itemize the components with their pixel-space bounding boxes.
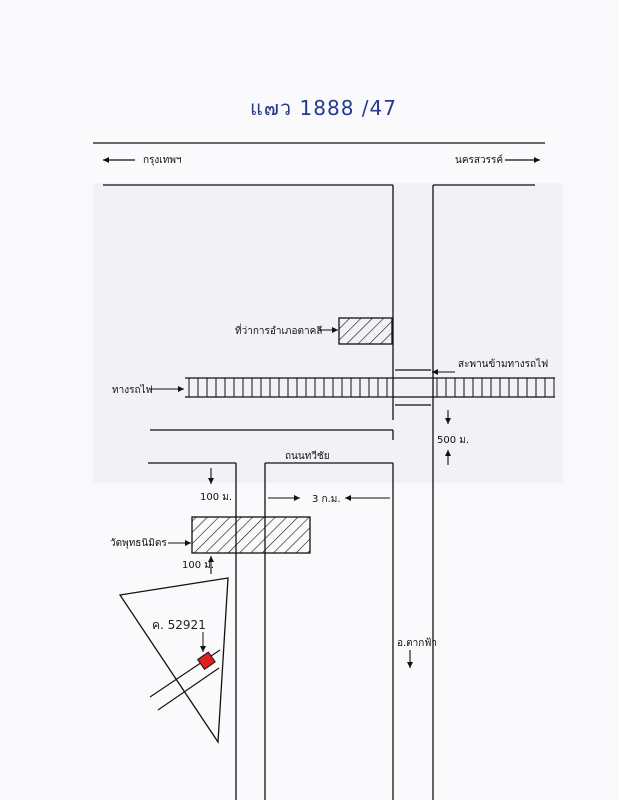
arrow-temple-icon xyxy=(168,540,191,546)
arrow-up-100-icon xyxy=(208,556,214,574)
temple-label: วัดพุทธนิมิตร xyxy=(110,538,167,549)
railway-track xyxy=(185,377,555,398)
arrow-left-3km-icon xyxy=(345,495,390,501)
railway-bridge xyxy=(395,369,431,406)
arrow-plot-icon xyxy=(200,632,206,652)
direction-right-label: นครสวรรค์ xyxy=(455,155,504,166)
distance-3km-label: 3 ก.ม. xyxy=(312,494,341,505)
arrow-office-icon xyxy=(318,327,338,333)
arrow-right-3km-icon xyxy=(268,495,300,501)
distance-500-label: 500 ม. xyxy=(437,435,470,446)
railway-label: ทางรถไฟ xyxy=(112,385,153,396)
district-office-label: ที่ว่าการอำเภอตาคลี xyxy=(235,326,323,337)
arrow-bridge-icon xyxy=(432,369,455,375)
target-plot-marker xyxy=(196,651,216,671)
arrow-down-100-icon xyxy=(208,468,214,484)
plot-label: ค. 52921 xyxy=(152,618,206,632)
distance-100-bottom-label: 100 ม. xyxy=(182,560,215,571)
district-office-building xyxy=(338,317,393,345)
arrow-down-destination-icon xyxy=(407,650,413,668)
distance-100-top-label: 100 ม. xyxy=(200,492,233,503)
map-shading xyxy=(93,183,563,483)
direction-left-label: กรุงเทพฯ xyxy=(143,155,182,166)
handwritten-reference: แ๗ว 1888 /47 xyxy=(250,96,397,120)
arrow-left-icon xyxy=(103,157,135,163)
road-name-label: ถนนทวีชัย xyxy=(285,451,330,462)
arrow-down-500-icon xyxy=(445,410,451,424)
plot-inset-boundary xyxy=(118,577,229,744)
arrow-up-500-icon xyxy=(445,450,451,465)
railway-bridge-label: สะพานข้ามทางรถไฟ xyxy=(458,359,549,370)
plot-inset-road-edge-2 xyxy=(157,667,220,711)
arrow-railway-icon xyxy=(150,386,184,392)
arrow-right-icon xyxy=(505,157,540,163)
temple-building xyxy=(191,516,311,554)
destination-label: อ.ตากฟ้า xyxy=(397,638,438,649)
